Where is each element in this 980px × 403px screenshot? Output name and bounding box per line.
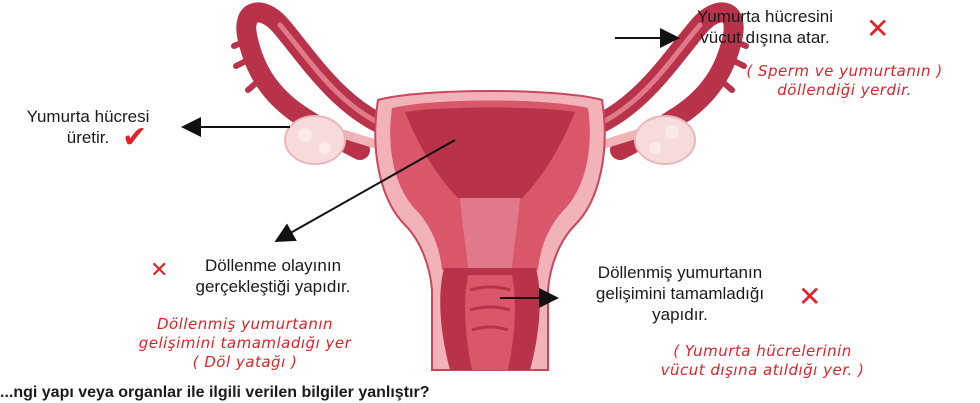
bottom-question-text: ...ngi yapı veya organlar ile ilgili ver… bbox=[0, 384, 429, 402]
check-mark-icon: ✔ bbox=[122, 120, 147, 155]
tube-function-label: Yumurta hücresini vücut dışına atar. bbox=[680, 6, 850, 48]
uterus-correction-note: Döllenmiş yumurtanın gelişimini tamamlad… bbox=[105, 315, 385, 372]
vagina-correction-note: ( Yumurta hücrelerinin vücut dışına atıl… bbox=[600, 342, 925, 380]
cross-mark-icon: ✕ bbox=[798, 280, 821, 313]
vagina-function-label: Döllenmiş yumurtanın gelişimini tamamlad… bbox=[560, 262, 800, 325]
uterus-function-label: Döllenme olayının gerçekleştiği yapıdır. bbox=[178, 255, 368, 297]
tube-correction-note: ( Sperm ve yumurtanın ) döllendiği yerdi… bbox=[712, 62, 977, 100]
arrow-to-uterus-label bbox=[278, 140, 455, 240]
cross-mark-icon: ✕ bbox=[150, 258, 168, 283]
cross-mark-icon: ✕ bbox=[866, 12, 889, 45]
